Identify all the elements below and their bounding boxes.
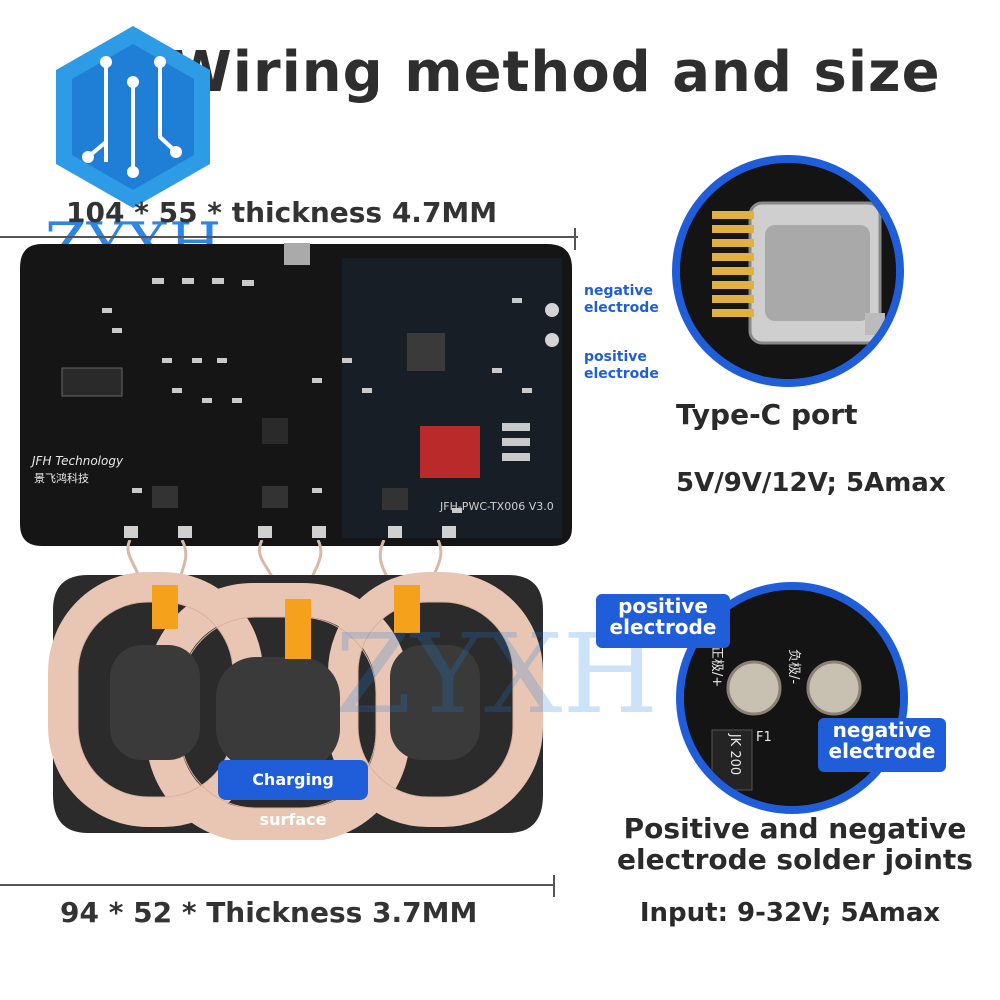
solder-silk-part: JK 200 xyxy=(727,733,743,776)
coil-graphic xyxy=(48,572,543,842)
typec-zoom-circle xyxy=(672,155,904,387)
pcb-negative-label: negative electrode xyxy=(584,283,659,316)
logo-hexagon-icon xyxy=(56,26,210,208)
pcb-board-graphic xyxy=(20,243,572,546)
dimension-line xyxy=(0,236,578,238)
input-spec: Input: 9-32V; 5Amax xyxy=(639,898,941,928)
typec-connector-icon xyxy=(680,163,896,379)
coil-dimensions: 94 * 52 * Thickness 3.7MM xyxy=(60,896,478,929)
charging-surface-label: Charging surface xyxy=(218,760,368,829)
pcb-positive-label: positive electrode xyxy=(584,349,659,382)
coil-dimension-line xyxy=(0,884,555,886)
solder-silk-pos: 正极/+ xyxy=(709,645,725,688)
logo xyxy=(48,22,218,212)
solder-description-line2: electrode solder joints xyxy=(617,843,973,876)
dimension-tick xyxy=(574,228,576,250)
page-title: Wiring method and size xyxy=(170,40,941,105)
pcb-board: JFH Technology 景飞鸿科技 JFH-PWC-TX006 V3.0 xyxy=(12,238,577,556)
coil-dimension-tick xyxy=(553,875,555,897)
pcb-brand-cn: 景飞鸿科技 xyxy=(34,472,89,485)
typec-port-label: Type-C port xyxy=(676,398,858,431)
solder-positive-label: positive electrode xyxy=(596,594,730,648)
coil-assembly xyxy=(48,565,548,842)
solder-silk-f1: F1 xyxy=(756,730,772,745)
typec-spec: 5V/9V/12V; 5Amax xyxy=(676,468,946,498)
solder-negative-label: negative electrode xyxy=(818,718,946,772)
pcb-dimensions: 104 * 55 * thickness 4.7MM xyxy=(66,196,498,229)
pcb-model: JFH-PWC-TX006 V3.0 xyxy=(440,500,554,513)
solder-silk-neg: 负极/- xyxy=(786,648,802,685)
pcb-brand-en: JFH Technology xyxy=(32,454,124,468)
solder-description-line1: Positive and negative xyxy=(623,812,967,845)
